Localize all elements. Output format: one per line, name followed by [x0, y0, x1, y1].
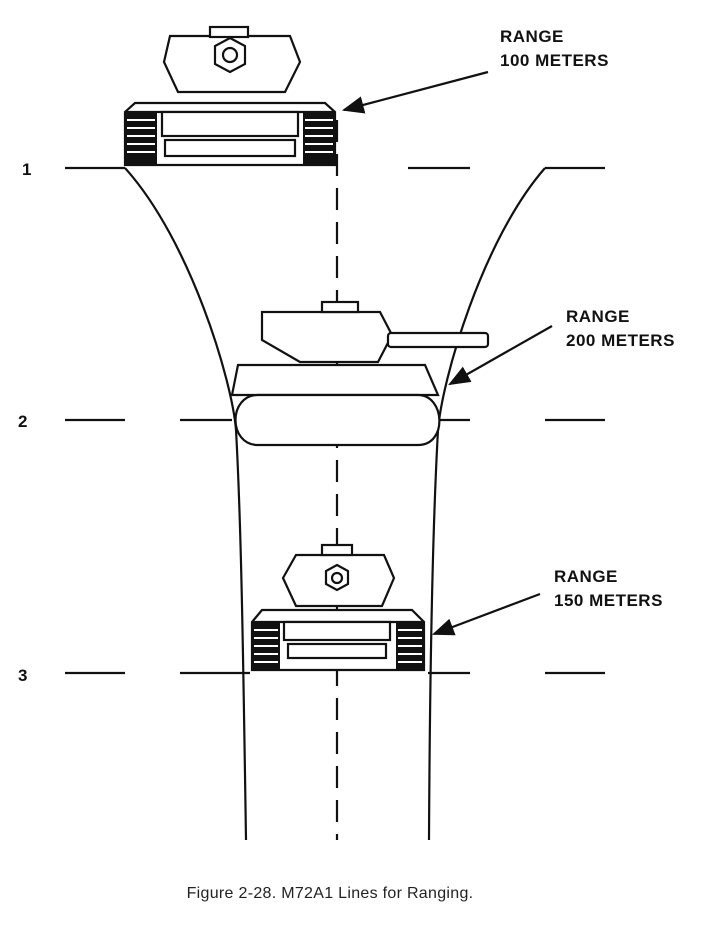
right-stadia-curve [427, 167, 546, 841]
left-stadia-curve [124, 167, 248, 841]
line-number-2: 2 [18, 412, 27, 431]
callout-200m-arrow [448, 325, 553, 386]
callout-100m: RANGE 100 METERS [341, 27, 609, 114]
callout-200m: RANGE 200 METERS [448, 307, 675, 386]
tank-150m [250, 543, 426, 672]
callout-100m-line1: RANGE [500, 27, 564, 46]
callout-100m-arrow [341, 70, 489, 114]
callout-150m-arrow [431, 592, 541, 636]
callout-100m-line2: 100 METERS [500, 51, 609, 70]
callout-150m-line2: 150 METERS [554, 591, 663, 610]
tank-200m [230, 300, 490, 447]
callout-200m-line1: RANGE [566, 307, 630, 326]
line-number-3: 3 [18, 666, 27, 685]
callout-150m-line1: RANGE [554, 567, 618, 586]
line-number-1: 1 [22, 160, 31, 179]
figure-caption: Figure 2-28. M72A1 Lines for Ranging. [186, 885, 474, 902]
tank-100m [123, 25, 337, 167]
callout-200m-line2: 200 METERS [566, 331, 675, 350]
callout-150m: RANGE 150 METERS [431, 567, 663, 636]
